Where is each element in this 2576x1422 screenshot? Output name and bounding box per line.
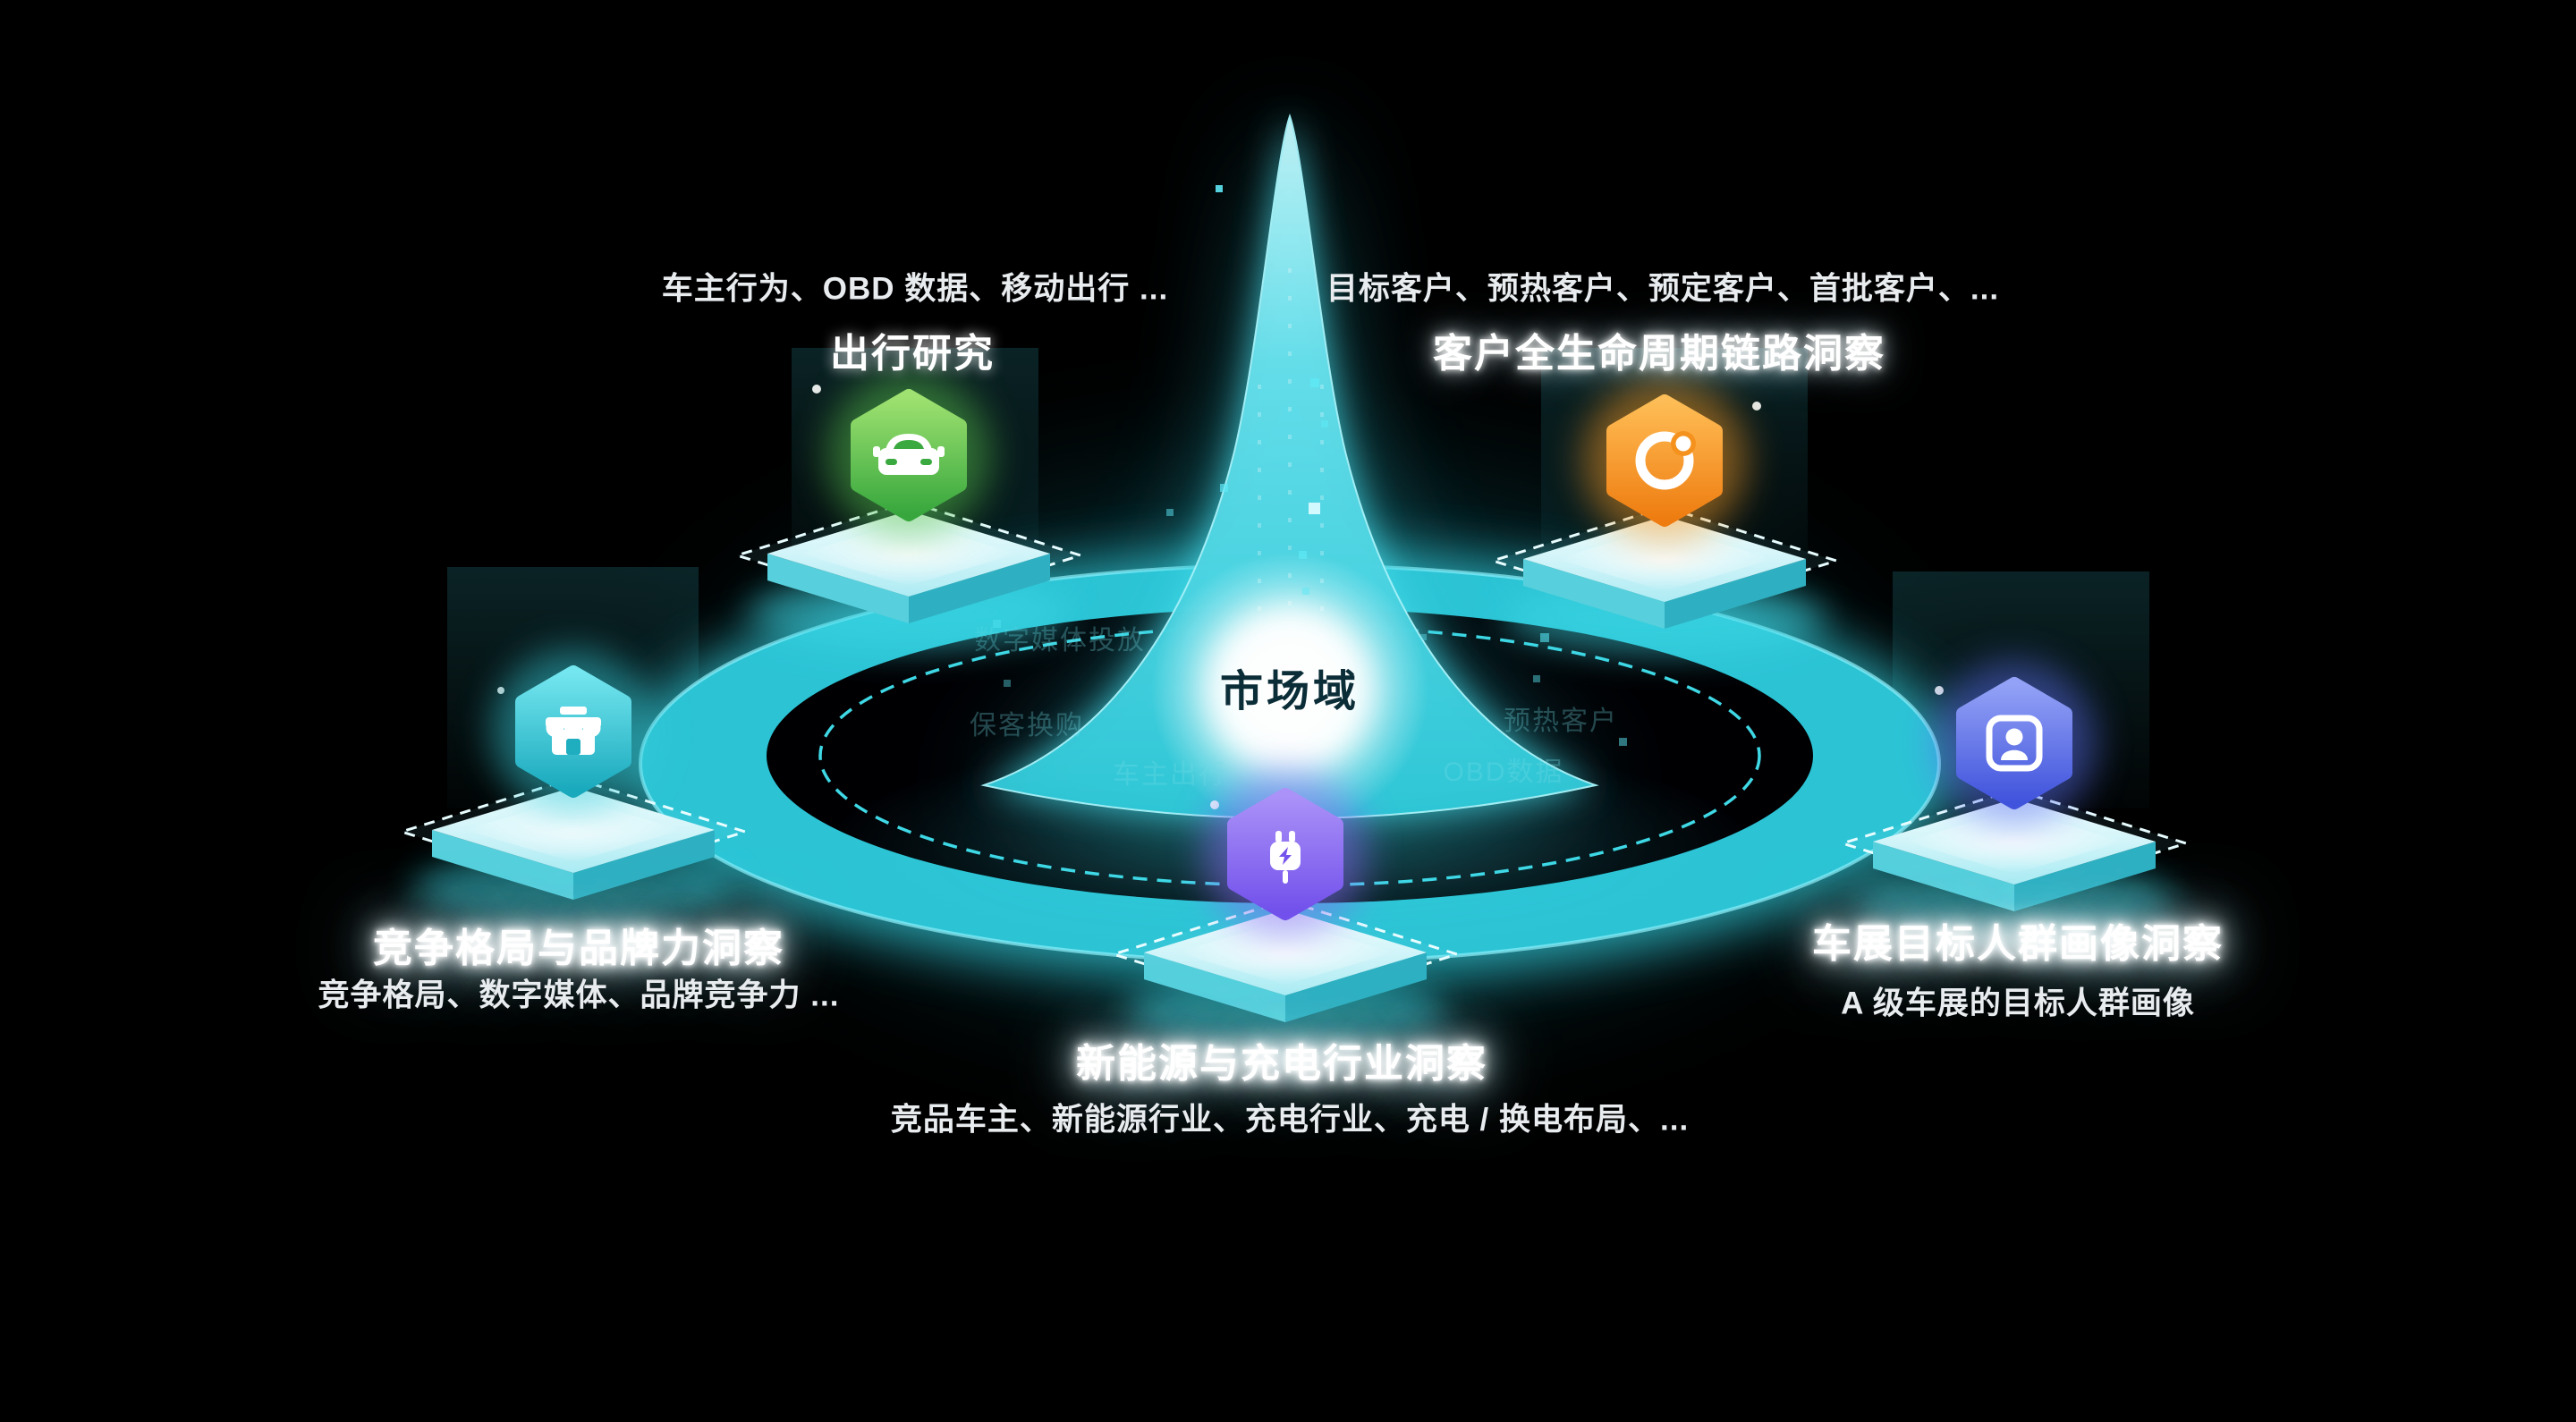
lifecycle-platform-graphic <box>1487 378 1842 656</box>
caption-audience-profile: A 级车展的目标人群画像 <box>1841 986 2195 1021</box>
hexagon-purple <box>1203 772 1368 936</box>
charging-platform-graphic <box>1108 772 1462 1049</box>
orbit-icon <box>1635 431 1696 490</box>
node-customer-lifecycle <box>1459 367 1870 662</box>
audience-platform-graphic <box>1837 661 2191 938</box>
central-peak <box>980 113 1599 819</box>
caption-travel-research: 车主行为、OBD 数据、移动出行 ... <box>661 271 1169 307</box>
label-travel-research: 出行研究 <box>830 332 995 376</box>
node-charging-industry <box>1080 760 1491 1055</box>
storefront-icon <box>546 707 601 755</box>
label-glow <box>1067 1028 1496 1091</box>
caption-customer-lifecycle: 目标客户、预热客户、预定客户、首批客户、... <box>1326 271 2000 307</box>
caption-brand-competition: 竞争格局、数字媒体、品牌竞争力 ... <box>318 978 840 1013</box>
label-glow <box>382 913 775 976</box>
floating-text: 车主出行 <box>1113 760 1227 790</box>
floating-text: 预热客户 <box>1504 707 1618 736</box>
travel-platform-graphic <box>732 373 1086 650</box>
label-charging-industry: 新能源与充电行业洞察 <box>1076 1042 1487 1086</box>
charging-plug-icon <box>1270 831 1301 884</box>
hexagon-blue <box>1932 661 2097 825</box>
floating-text: OBD数据 <box>1443 758 1564 787</box>
floating-text: 保客换购 <box>970 711 1084 741</box>
node-audience-profile <box>1809 649 2220 944</box>
label-brand-competition: 竞争格局与品牌力洞察 <box>373 927 784 970</box>
hexagon-orange <box>1582 378 1747 543</box>
platform <box>732 500 1086 650</box>
caption-charging-industry: 竞品车主、新能源行业、充电行业、充电 / 换电布局、... <box>890 1102 1690 1138</box>
center-title: 市场域 <box>1219 668 1360 715</box>
node-travel-research <box>703 361 1114 656</box>
label-customer-lifecycle: 客户全生命周期链路洞察 <box>1433 332 1885 376</box>
hexagon-teal <box>491 649 656 814</box>
competition-platform-graphic <box>396 649 750 927</box>
platform <box>1487 505 1842 656</box>
label-glow <box>1808 909 2228 971</box>
user-card-icon <box>1986 715 2043 772</box>
platform <box>396 776 750 927</box>
car-icon <box>873 434 945 475</box>
node-brand-competition <box>368 638 779 933</box>
center-glow <box>1151 552 1428 829</box>
label-audience-profile: 车展目标人群画像洞察 <box>1812 922 2224 966</box>
hexagon-green <box>826 373 991 537</box>
